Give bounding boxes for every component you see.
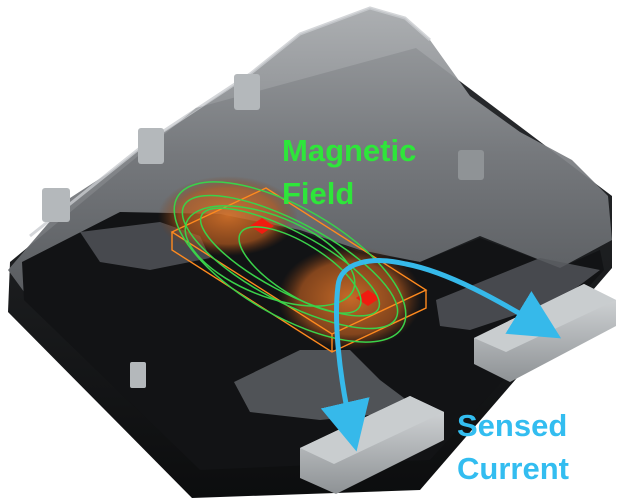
current-arrow-icon <box>320 258 562 452</box>
lead-trace-bottom <box>234 350 420 420</box>
pin-3 <box>234 74 260 110</box>
magnetic-field-label-line2: Field <box>282 176 355 211</box>
current-path-out <box>335 258 562 339</box>
pin-5 <box>458 150 484 180</box>
pin-1 <box>42 188 70 222</box>
magnetic-field-label-line1: Magnetic <box>282 133 417 168</box>
hall-element-upper <box>250 218 274 234</box>
sensed-current-label-line2: Current <box>457 451 569 486</box>
pin-4 <box>130 362 146 388</box>
pin-2 <box>138 128 164 164</box>
magnetic-field-loops-icon <box>173 181 407 343</box>
sensed-current-label-line1: Sensed <box>457 408 568 443</box>
left-pins <box>42 74 484 388</box>
current-path-in <box>320 283 370 452</box>
hall-element-lower <box>356 290 380 306</box>
